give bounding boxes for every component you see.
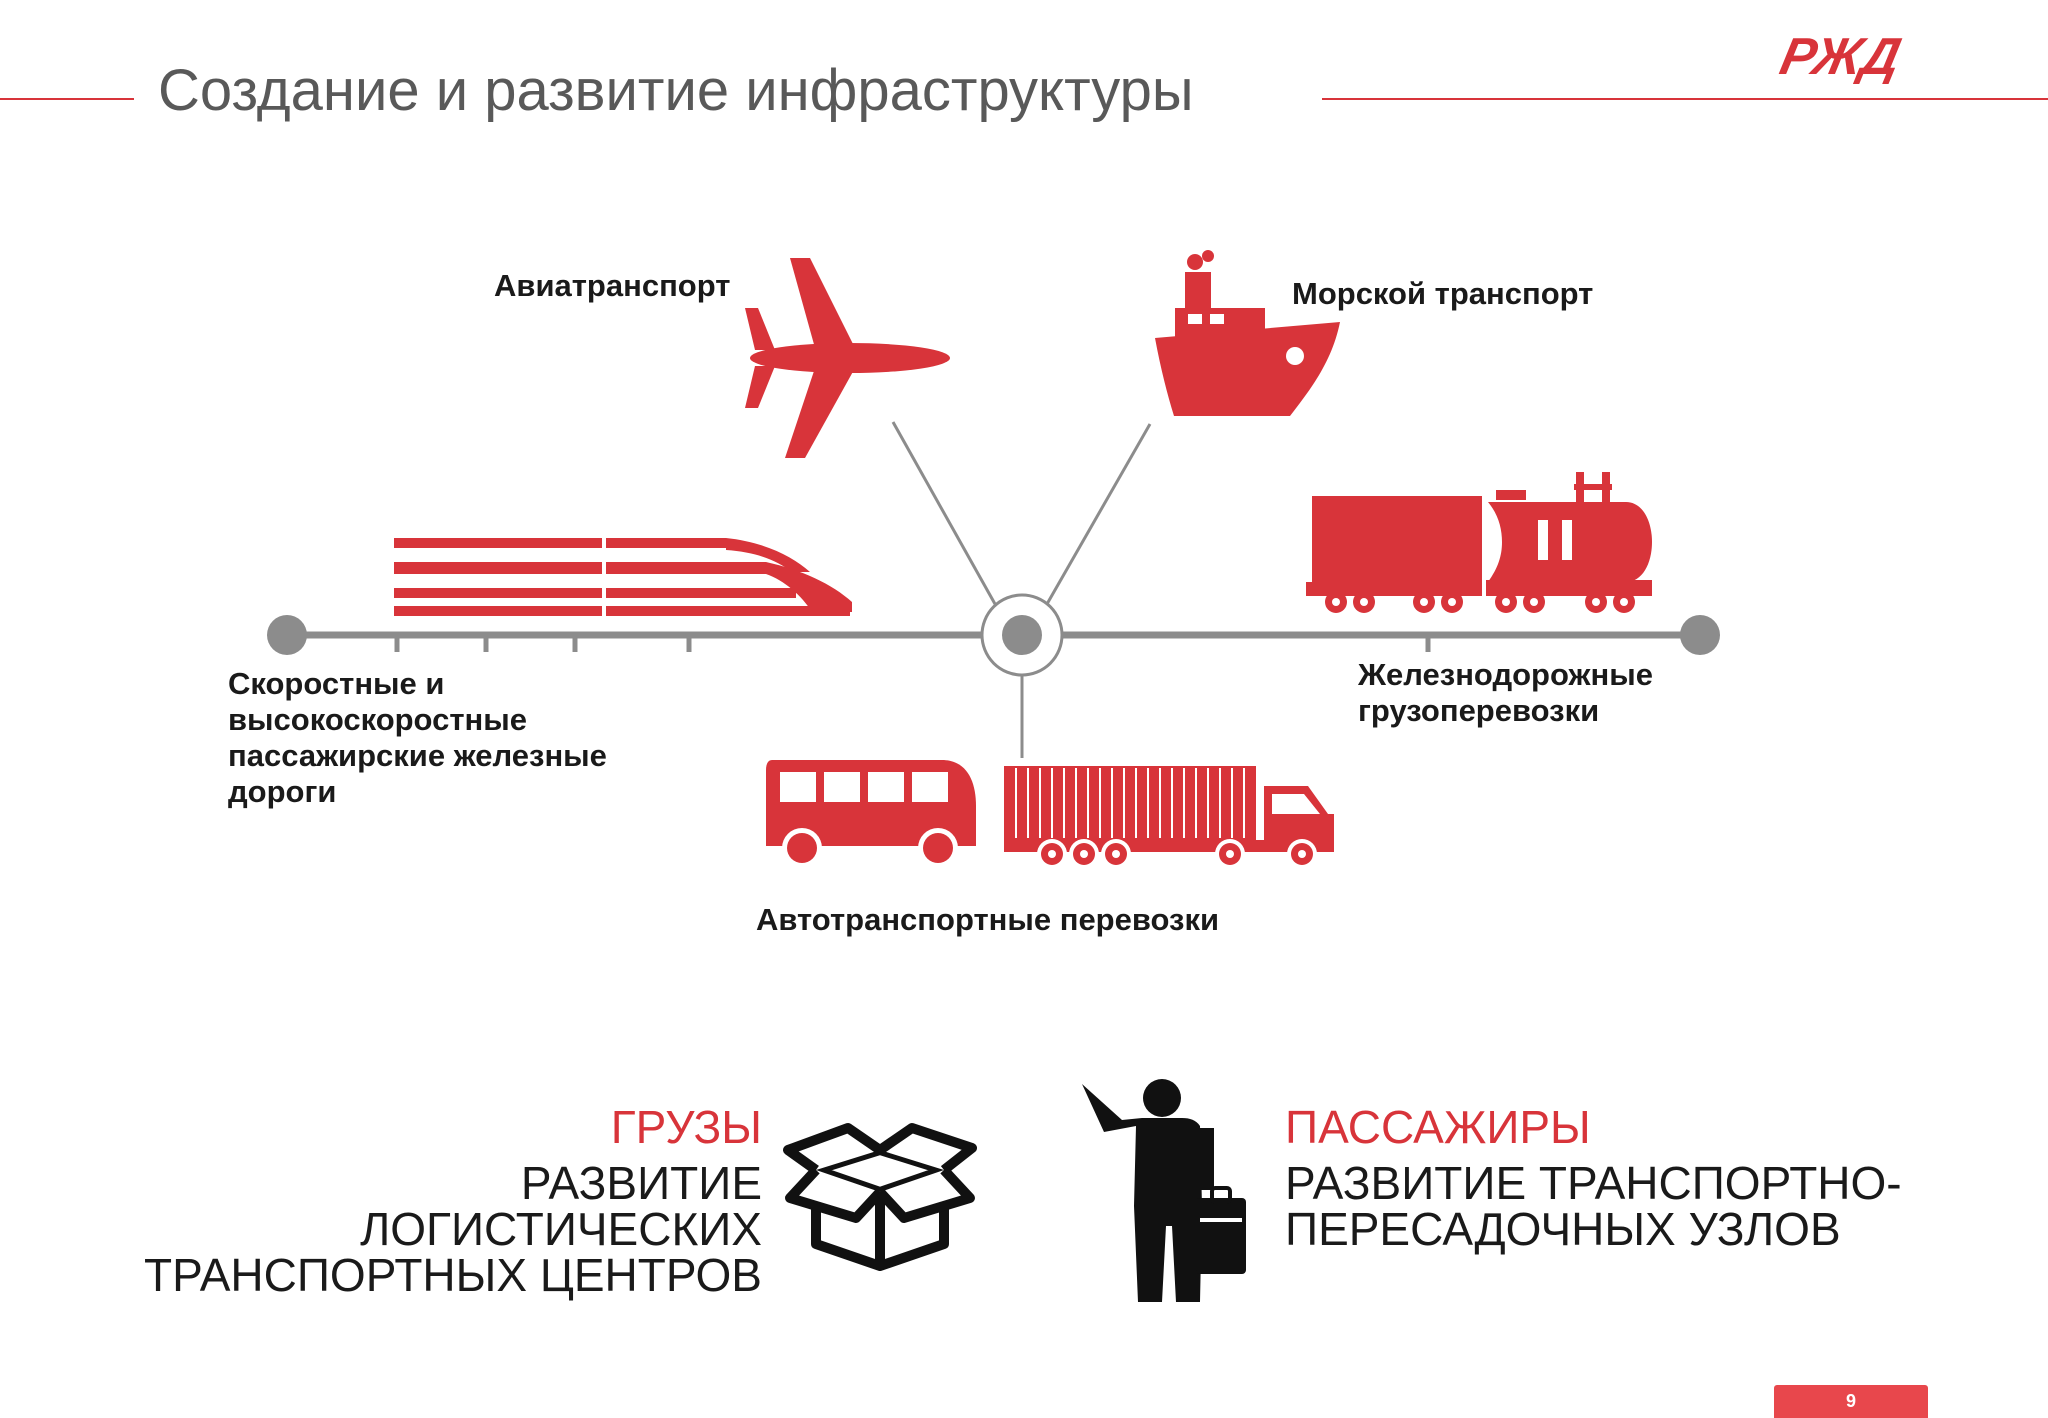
label-rail-freight-line: грузоперевозки bbox=[1358, 693, 1600, 728]
header-rule-left bbox=[0, 98, 134, 100]
rzd-logo-text: РЖД bbox=[1775, 28, 1906, 84]
page-number: 9 bbox=[1845, 1391, 1856, 1411]
label-rail-freight-line: Железнодорожные bbox=[1358, 657, 1653, 692]
cargo-text-line: ЛОГИСТИЧЕСКИХ bbox=[360, 1203, 762, 1255]
passengers-text-line: ПЕРЕСАДОЧНЫХ УЗЛОВ bbox=[1285, 1203, 1841, 1255]
high-speed-train-icon bbox=[394, 538, 852, 616]
track-ticks bbox=[394, 635, 1431, 652]
header-rule-right bbox=[1322, 98, 2048, 100]
cargo-heading: ГРУЗЫ bbox=[610, 1101, 762, 1153]
passengers-text: РАЗВИТИЕ ТРАНСПОРТНО- ПЕРЕСАДОЧНЫХ УЗЛОВ bbox=[1285, 1160, 1902, 1252]
connector-lines bbox=[891, 421, 1152, 758]
truck-icon bbox=[1004, 766, 1334, 869]
label-high-speed-rail-line: дороги bbox=[228, 774, 337, 809]
label-high-speed-rail-line: высокоскоростные bbox=[228, 702, 527, 737]
slide-title: Создание и развитие инфраструктуры bbox=[158, 58, 1194, 123]
label-road-transport: Автотранспортные перевозки bbox=[756, 902, 1220, 937]
page-number-badge: 9 bbox=[1774, 1385, 1928, 1418]
ship-icon bbox=[1155, 250, 1340, 416]
airplane-icon bbox=[745, 258, 950, 458]
label-sea-transport: Морской транспорт bbox=[1292, 276, 1594, 311]
connector-sea bbox=[1045, 423, 1152, 605]
bus-icon bbox=[766, 760, 976, 868]
connector-air bbox=[891, 421, 997, 605]
label-air-transport: Авиатранспорт bbox=[494, 268, 731, 303]
passengers-heading: ПАССАЖИРЫ bbox=[1285, 1101, 1591, 1153]
traveler-icon bbox=[1082, 1079, 1246, 1302]
cargo-text-line: ТРАНСПОРТНЫХ ЦЕНТРОВ bbox=[144, 1249, 762, 1301]
cargo-text: РАЗВИТИЕ ЛОГИСТИЧЕСКИХ ТРАНСПОРТНЫХ ЦЕНТ… bbox=[144, 1160, 762, 1298]
box-icon bbox=[783, 1123, 977, 1271]
label-rail-freight: Железнодорожные грузоперевозки bbox=[1358, 657, 1653, 729]
label-high-speed-rail-line: Скоростные и bbox=[228, 666, 445, 701]
freight-train-icon bbox=[1306, 472, 1652, 613]
track-endpoint-right bbox=[1680, 615, 1720, 655]
cargo-text-line: РАЗВИТИЕ bbox=[520, 1157, 762, 1209]
track-endpoint-left bbox=[267, 615, 307, 655]
hub-node bbox=[1002, 615, 1042, 655]
label-high-speed-rail-line: пассажирские железные bbox=[228, 738, 607, 773]
rzd-logo: РЖД bbox=[1775, 28, 1906, 84]
passengers-text-line: РАЗВИТИЕ ТРАНСПОРТНО- bbox=[1285, 1157, 1902, 1209]
label-high-speed-rail: Скоростные и высокоскоростные пассажирск… bbox=[228, 666, 607, 810]
